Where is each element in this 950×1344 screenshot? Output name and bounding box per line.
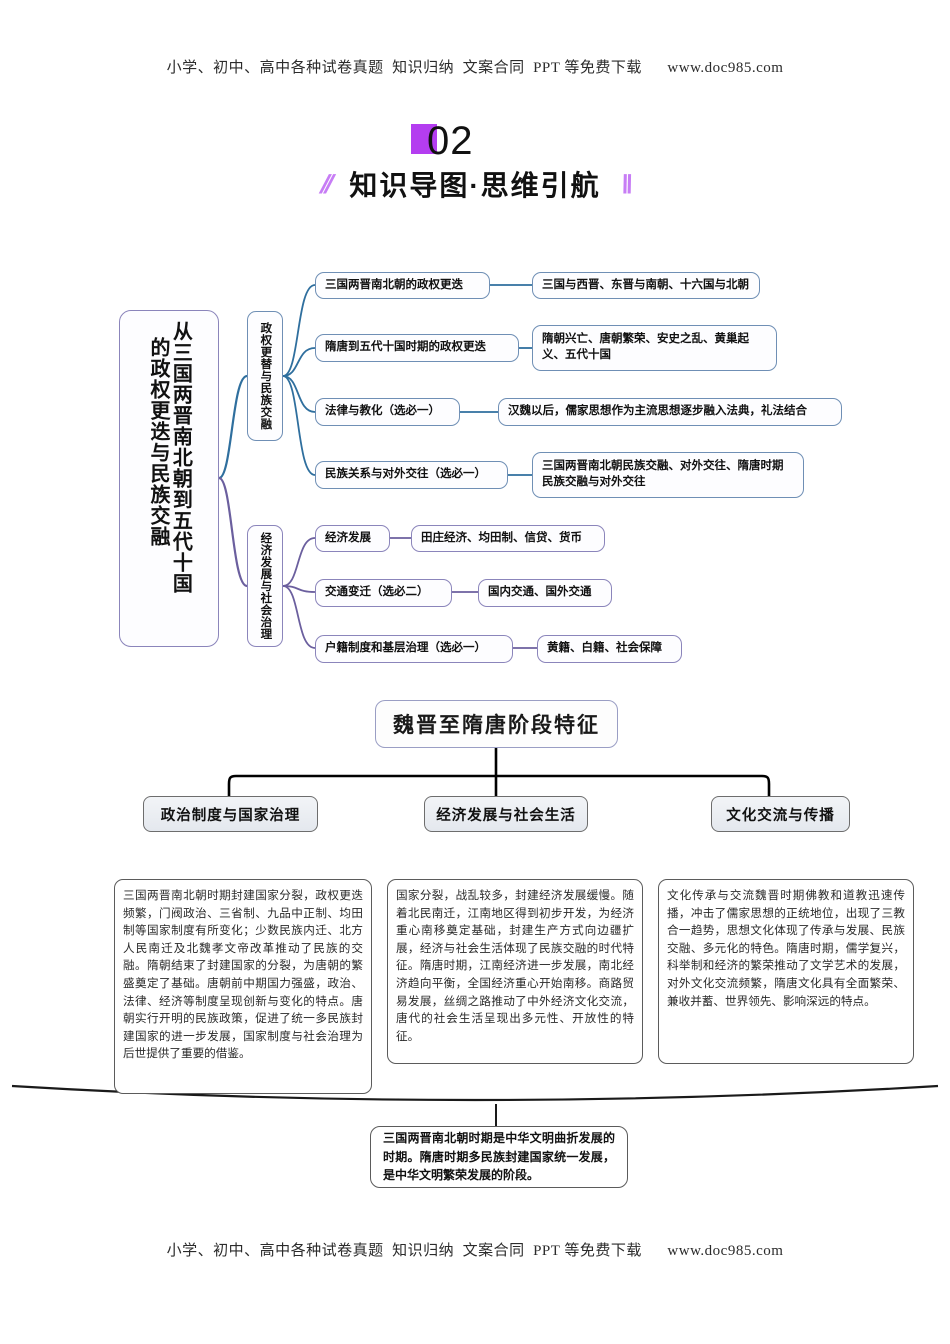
mindmap-topic-0-1[interactable]: 隋唐到五代十国时期的政权更迭 (315, 334, 519, 362)
detail-text-1-1: 国内交通、国外交通 (488, 586, 592, 599)
feature-category-head-1[interactable]: 经济发展与社会生活 (424, 796, 588, 832)
branch-label-0: 政权更替与民族交融 (259, 322, 272, 430)
topic-label-0-1: 隋唐到五代十国时期的政权更迭 (325, 341, 486, 354)
number-badge-accent (411, 124, 437, 154)
mindmap-branch-node-0[interactable]: 政权更替与民族交融 (247, 311, 283, 441)
detail-text-0-1: 隋朝兴亡、唐朝繁荣、安史之乱、黄巢起义、五代十国 (542, 333, 749, 361)
detail-text-0-0: 三国与西晋、东晋与南朝、十六国与北朝 (542, 278, 749, 291)
feature-chart-title[interactable]: 魏晋至隋唐阶段特征 (375, 700, 618, 748)
header-watermark: 小学、初中、高中各种试卷真题 知识归纳 文案合同 PPT 等免费下载 www.d… (166, 60, 784, 76)
feature-body-text-0: 三国两晋南北朝时期封建国家分裂，政权更迭频繁，门阀政治、三省制、九品中正制、均田… (114, 879, 372, 1094)
mindmap-branch-node-1[interactable]: 经济发展与社会治理 (247, 525, 283, 647)
mindmap-topic-1-2[interactable]: 户籍制度和基层治理（选必一） (315, 635, 513, 663)
topic-label-0-0: 三国两晋南北朝的政权更迭 (325, 278, 463, 291)
category-head-text-2: 文化交流与传播 (726, 807, 835, 824)
feature-body-text-1: 国家分裂，战乱较多，封建经济发展缓慢。随着北民南迁，江南地区得到初步开发，为经济… (387, 879, 643, 1064)
mindmap-topic-0-3[interactable]: 民族关系与对外交往（选必一） (315, 461, 508, 489)
category-head-text-0: 政治制度与国家治理 (160, 807, 301, 824)
feature-title-text: 魏晋至隋唐阶段特征 (393, 714, 600, 737)
section-number-row: 02 (0, 118, 950, 164)
detail-text-0-3: 三国两晋南北朝民族交融、对外交往、隋唐时期民族交融与对外交往 (542, 460, 784, 488)
mindmap-detail-1-1[interactable]: 国内交通、国外交通 (478, 579, 612, 607)
section-title-block: 02 // 知识导图·思维引航 \\ (0, 118, 950, 204)
topic-label-0-2: 法律与教化（选必一） (325, 405, 440, 418)
mindmap-detail-1-0[interactable]: 田庄经济、均田制、信贷、货币 (411, 525, 605, 552)
feature-category-head-2[interactable]: 文化交流与传播 (711, 796, 850, 832)
feature-body-text-2: 文化传承与交流魏晋时期佛教和道教迅速传播，冲击了儒家思想的正统地位，出现了三教合… (658, 879, 914, 1064)
footer-watermark: 小学、初中、高中各种试卷真题 知识归纳 文案合同 PPT 等免费下载 www.d… (166, 1243, 784, 1259)
root-title-line1: 从三国两晋南北朝到五代十国 (169, 321, 192, 594)
mindmap-topic-1-0[interactable]: 经济发展 (315, 525, 390, 552)
mindmap-detail-1-2[interactable]: 黄籍、白籍、社会保障 (537, 635, 682, 663)
mindmap-detail-0-3[interactable]: 三国两晋南北朝民族交融、对外交往、隋唐时期民族交融与对外交往 (532, 452, 804, 498)
mindmap-topic-0-0[interactable]: 三国两晋南北朝的政权更迭 (315, 272, 490, 299)
detail-text-1-0: 田庄经济、均田制、信贷、货币 (421, 531, 582, 544)
topic-label-0-3: 民族关系与对外交往（选必一） (325, 468, 486, 481)
topic-label-1-0: 经济发展 (325, 531, 371, 544)
conclusion-box: 三国两晋南北朝时期是中华文明曲折发展的时期。隋唐时期多民族封建国家统一发展，是中… (370, 1126, 628, 1188)
mindmap-connectors (218, 284, 537, 649)
detail-text-0-2: 汉魏以后，儒家思想作为主流思想逐步融入法典，礼法结合 (508, 405, 807, 418)
root-title-line2: 的政权更迭与民族交融 (147, 337, 169, 547)
conclusion-text: 三国两晋南北朝时期是中华文明曲折发展的时期。隋唐时期多民族封建国家统一发展，是中… (383, 1131, 615, 1183)
section-number: 02 (427, 119, 474, 163)
topic-label-1-2: 户籍制度和基层治理（选必一） (325, 642, 486, 655)
section-heading: 知识导图·思维引航 (341, 164, 609, 204)
section-heading-row: // 知识导图·思维引航 \\ (0, 164, 950, 204)
mindmap-detail-0-0[interactable]: 三国与西晋、东晋与南朝、十六国与北朝 (532, 272, 760, 299)
mindmap-topic-0-2[interactable]: 法律与教化（选必一） (315, 398, 460, 426)
feature-category-head-0[interactable]: 政治制度与国家治理 (143, 796, 318, 832)
topic-label-1-1: 交通变迁（选必二） (325, 586, 429, 599)
mindmap-detail-0-2[interactable]: 汉魏以后，儒家思想作为主流思想逐步融入法典，礼法结合 (498, 398, 842, 426)
mindmap-topic-1-1[interactable]: 交通变迁（选必二） (315, 579, 452, 607)
detail-text-1-2: 黄籍、白籍、社会保障 (547, 642, 662, 655)
mindmap-detail-0-1[interactable]: 隋朝兴亡、唐朝繁荣、安史之乱、黄巢起义、五代十国 (532, 325, 777, 371)
mindmap-root-node[interactable]: 的政权更迭与民族交融 从三国两晋南北朝到五代十国 (119, 310, 219, 647)
section-heading-text: 知识导图·思维引航 (349, 170, 601, 201)
category-head-text-1: 经济发展与社会生活 (436, 807, 576, 824)
branch-label-1: 经济发展与社会治理 (259, 532, 272, 640)
root-text-columns: 的政权更迭与民族交融 从三国两晋南北朝到五代十国 (147, 321, 192, 636)
